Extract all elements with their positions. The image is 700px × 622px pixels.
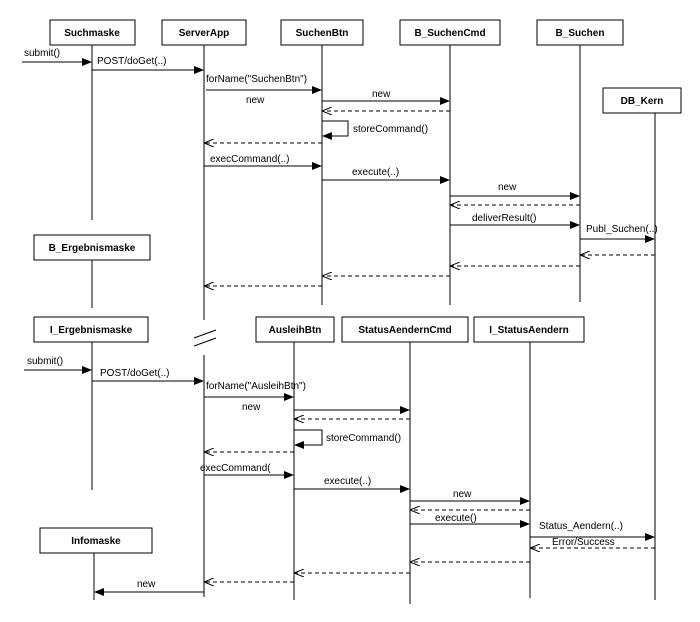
message-label: POST/doGet(..) <box>100 368 169 379</box>
participant-label: I_Ergebnismaske <box>50 325 133 336</box>
message-label: POST/doGet(..) <box>97 56 166 67</box>
participant-statusaenderncmd: StatusAendernCmd <box>341 316 469 343</box>
message-label: new <box>453 489 472 500</box>
message-label: execCommand(..) <box>210 154 289 165</box>
message-execute-1: execute(..) <box>322 167 450 184</box>
message-label: new <box>137 579 156 590</box>
participant-label: Suchmaske <box>64 28 120 39</box>
message-execcommand-1: execCommand(..) <box>204 154 322 170</box>
participant-infomaske: Infomaske <box>39 527 153 554</box>
message-label: Status_Aendern(..) <box>539 521 623 532</box>
message-forname-2: forName("AusleihBtn") <box>204 381 306 401</box>
participant-label: StatusAendernCmd <box>358 325 451 336</box>
participant-label: Infomaske <box>71 536 121 547</box>
message-error-success-1: Error/Success <box>531 537 655 548</box>
participant-i-statusaendern: I_StatusAendern <box>473 316 585 343</box>
message-deliverresult-1: deliverResult() <box>450 213 580 229</box>
message-label: execCommand( <box>200 463 271 474</box>
participant-label: DB_Kern <box>621 96 664 107</box>
message-post-1: POST/doGet(..) <box>92 56 204 74</box>
participant-label: ServerApp <box>179 28 230 39</box>
message-new-6: new <box>94 579 204 596</box>
message-submit-1: submit() <box>22 48 92 66</box>
message-storecommand-2: storeCommand() <box>294 429 401 449</box>
participant-ausleihbtn: AusleihBtn <box>255 316 335 343</box>
participant-i-ergebnismaske: I_Ergebnismaske <box>33 316 149 343</box>
participant-label: I_StatusAendern <box>489 325 568 336</box>
participant-db-kern: DB_Kern <box>602 87 682 114</box>
message-label: execute(..) <box>324 476 371 487</box>
message-label: storeCommand() <box>326 433 401 444</box>
participant-b-ergebnismaske: B_Ergebnismaske <box>33 234 151 261</box>
message-label: Error/Success <box>552 537 615 548</box>
participant-serverapp: ServerApp <box>161 19 247 46</box>
message-status-aendern-1: Status_Aendern(..) <box>530 521 655 541</box>
participant-b-suchencmd: B_SuchenCmd <box>399 19 501 46</box>
message-execute-2: execute(..) <box>294 476 410 493</box>
message-new-3: new <box>450 182 580 200</box>
message-label: forName("SuchenBtn") <box>206 74 307 85</box>
message-label: new <box>242 402 261 413</box>
message-label: new <box>498 182 517 193</box>
message-execcommand-2: execCommand( <box>200 463 294 479</box>
message-publ-suchen-1: Publ_Suchen(..) <box>580 224 658 243</box>
participant-label: B_Ergebnismaske <box>49 243 136 254</box>
message-new-4: new <box>242 402 410 414</box>
lifeline-break-marker <box>193 329 217 347</box>
message-new-5: new <box>410 489 530 505</box>
message-label: forName("AusleihBtn") <box>206 381 306 392</box>
message-storecommand-1: storeCommand() <box>322 120 428 140</box>
message-label: Publ_Suchen(..) <box>586 224 658 235</box>
message-label: new <box>246 95 265 106</box>
participant-label: B_SuchenCmd <box>414 28 485 39</box>
participant-label: SuchenBtn <box>296 28 349 39</box>
participant-suchmaske: Suchmaske <box>49 19 136 46</box>
message-label: new <box>372 89 391 100</box>
message-new-1: new <box>246 95 265 106</box>
message-label: execute() <box>435 513 477 524</box>
participant-b-suchen: B_Suchen <box>536 19 624 46</box>
message-label: execute(..) <box>352 167 399 178</box>
message-post-2: POST/doGet(..) <box>92 368 204 385</box>
participant-label: B_Suchen <box>556 28 605 39</box>
message-new-2: new <box>322 89 450 105</box>
message-label: deliverResult() <box>472 213 536 224</box>
participant-label: AusleihBtn <box>269 325 322 336</box>
message-label: submit() <box>27 356 63 367</box>
message-label: storeCommand() <box>353 124 428 135</box>
message-submit-2: submit() <box>24 356 92 374</box>
message-forname-1: forName("SuchenBtn") <box>206 74 322 94</box>
participant-suchenbtn: SuchenBtn <box>280 19 364 46</box>
message-execute-3: execute() <box>410 513 530 528</box>
message-label: submit() <box>24 48 60 59</box>
